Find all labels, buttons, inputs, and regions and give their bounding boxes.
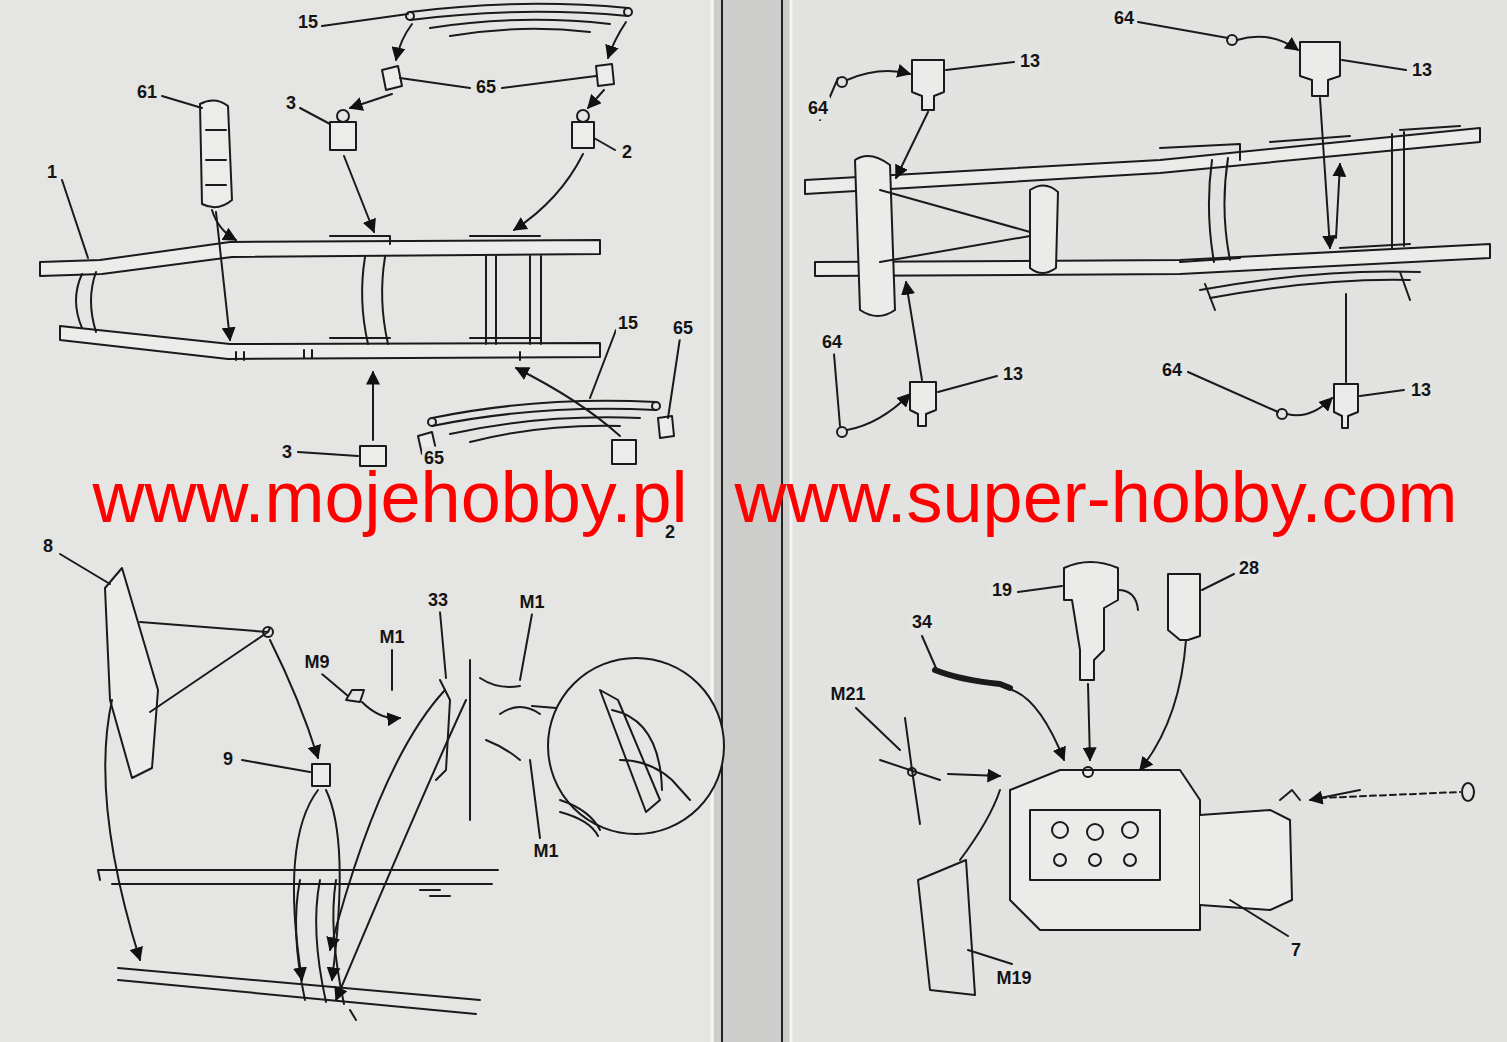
callout-number: 15 (296, 11, 320, 34)
callout-number: 9 (221, 748, 235, 771)
callout-number: 65 (474, 76, 498, 99)
callout-number: 64 (820, 331, 844, 354)
watermark: www.super-hobby.com (735, 456, 1458, 538)
callout-number: 33 (426, 589, 450, 612)
callout-number: M21 (828, 683, 867, 706)
callout-number: 61 (135, 81, 159, 104)
callout-number: 15 (616, 312, 640, 335)
callout-number: 13 (1018, 50, 1042, 73)
callout-number: 8 (41, 535, 55, 558)
callout-number: M19 (994, 967, 1033, 990)
callout-number: M1 (517, 591, 546, 614)
callout-number: 64 (806, 97, 830, 120)
callout-number: 3 (284, 92, 298, 115)
callout-number: 2 (620, 141, 634, 164)
callout-number: 13 (1409, 379, 1433, 402)
watermark: www.mojehobby.pl (93, 456, 688, 538)
callout-number: 7 (1289, 939, 1303, 962)
callout-number: M1 (377, 626, 406, 649)
callout-number: 64 (1112, 7, 1136, 30)
callout-number: 28 (1237, 557, 1261, 580)
callout-number: 19 (990, 579, 1014, 602)
callout-number: 34 (910, 611, 934, 634)
callout-number: 1 (45, 161, 59, 184)
callout-number: 64 (1160, 359, 1184, 382)
callout-number: M9 (302, 651, 331, 674)
callout-number: 13 (1001, 363, 1025, 386)
callout-number: M1 (531, 840, 560, 863)
callout-number: 13 (1410, 59, 1434, 82)
callout-number: 65 (671, 317, 695, 340)
